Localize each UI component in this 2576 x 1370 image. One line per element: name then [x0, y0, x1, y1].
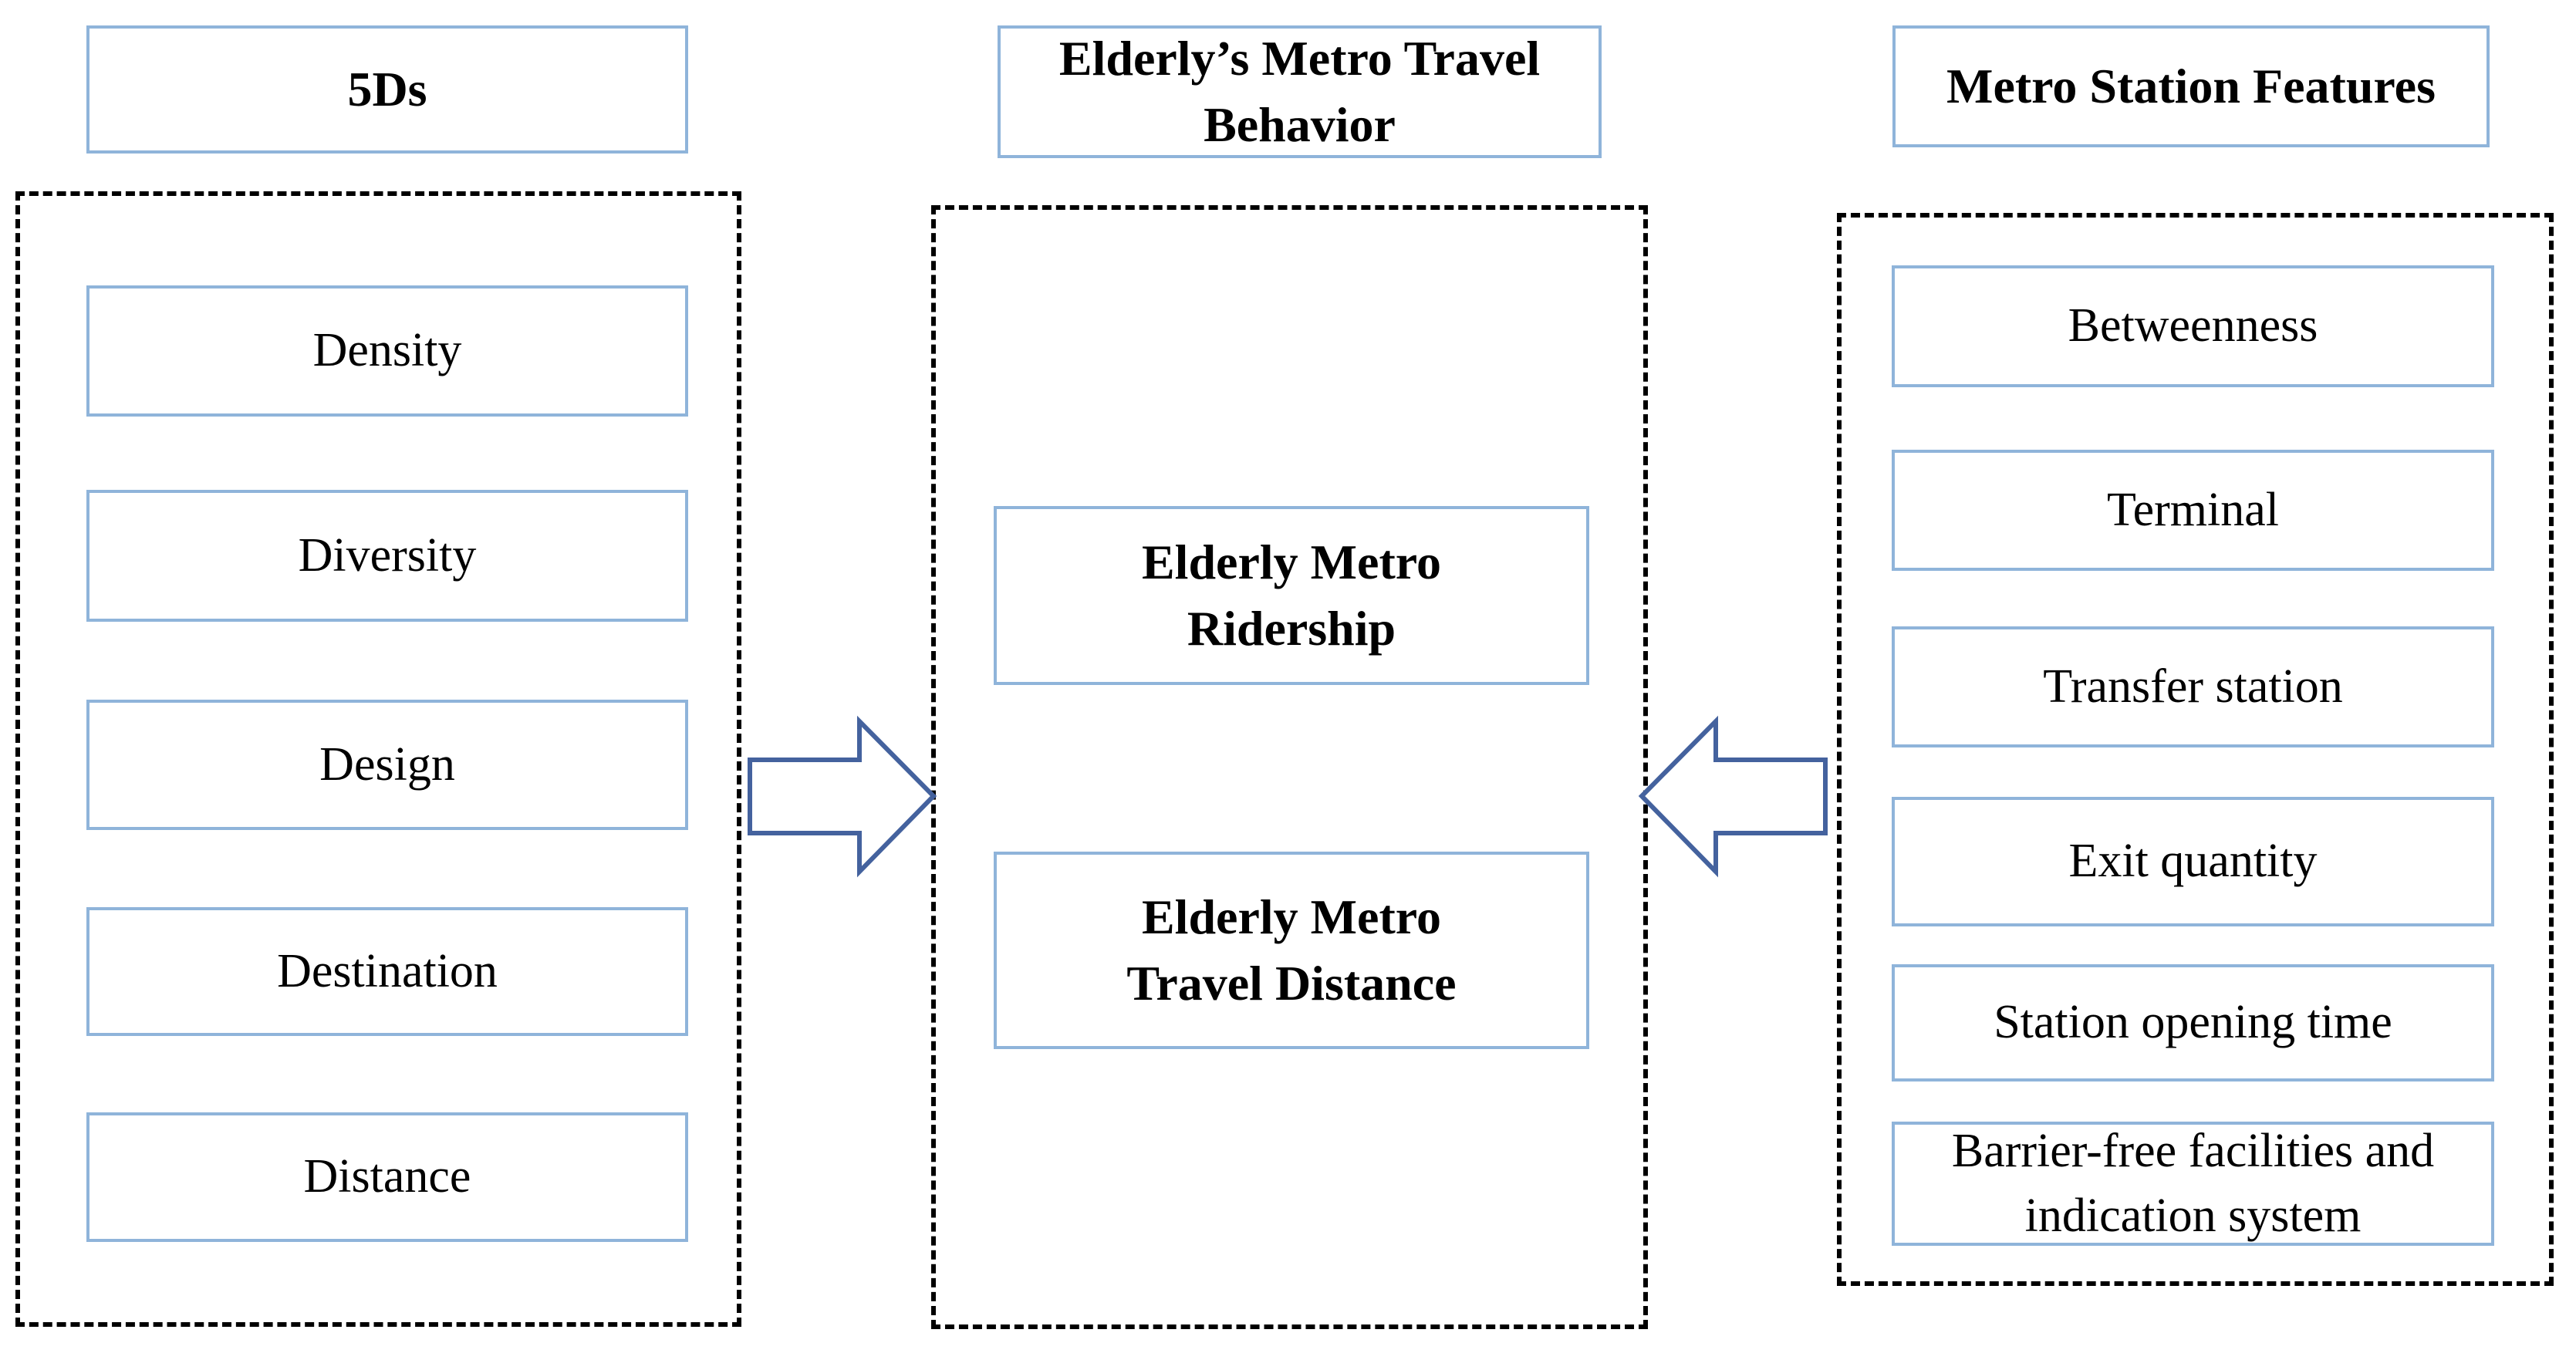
item-box-betweenness: Betweenness [1892, 265, 2494, 387]
item-label-distance: Distance [303, 1150, 471, 1203]
item-box-station-opening-time: Station opening time [1892, 964, 2494, 1081]
item-box-barrier-free-facilities: Barrier-free facilities and indication s… [1892, 1122, 2494, 1246]
right-dashed-group [1837, 213, 2554, 1286]
header-box-travel-behavior: Elderly’s Metro Travel Behavior [998, 25, 1602, 158]
item-label-station-opening-time: Station opening time [1994, 996, 2392, 1049]
item-box-terminal: Terminal [1892, 450, 2494, 571]
item-label-design: Design [319, 737, 455, 791]
item-label-exit-quantity: Exit quantity [2068, 835, 2318, 888]
header-box-5ds: 5Ds [86, 25, 688, 154]
right-block-arrow-icon [748, 715, 937, 878]
left-dashed-group [15, 191, 741, 1327]
header-label-5ds: 5Ds [347, 61, 427, 116]
header-box-station-features: Metro Station Features [1892, 25, 2490, 147]
item-label-elderly-metro-travel-distance: Elderly Metro Travel Distance [1126, 889, 1457, 1011]
header-label-travel-behavior: Elderly’s Metro Travel Behavior [1058, 30, 1541, 152]
item-label-terminal: Terminal [2107, 483, 2279, 536]
item-label-diversity: Diversity [298, 528, 477, 582]
item-box-distance: Distance [86, 1112, 688, 1242]
item-label-density: Density [312, 324, 462, 377]
item-label-transfer-station: Transfer station [2043, 660, 2343, 713]
item-box-elderly-metro-ridership: Elderly Metro Ridership [994, 506, 1589, 685]
item-label-destination: Destination [277, 944, 498, 997]
item-box-elderly-metro-travel-distance: Elderly Metro Travel Distance [994, 852, 1589, 1049]
item-box-density: Density [86, 285, 688, 417]
middle-dashed-group [931, 205, 1648, 1329]
item-label-elderly-metro-ridership: Elderly Metro Ridership [1141, 534, 1442, 656]
header-label-station-features: Metro Station Features [1946, 58, 2436, 113]
item-box-diversity: Diversity [86, 490, 688, 622]
left-block-arrow-icon [1638, 715, 1828, 878]
item-label-betweenness: Betweenness [2068, 299, 2318, 353]
item-box-design: Design [86, 700, 688, 830]
item-box-destination: Destination [86, 907, 688, 1036]
item-box-exit-quantity: Exit quantity [1892, 797, 2494, 926]
item-box-transfer-station: Transfer station [1892, 626, 2494, 747]
item-label-barrier-free-facilities: Barrier-free facilities and indication s… [1951, 1124, 2435, 1242]
